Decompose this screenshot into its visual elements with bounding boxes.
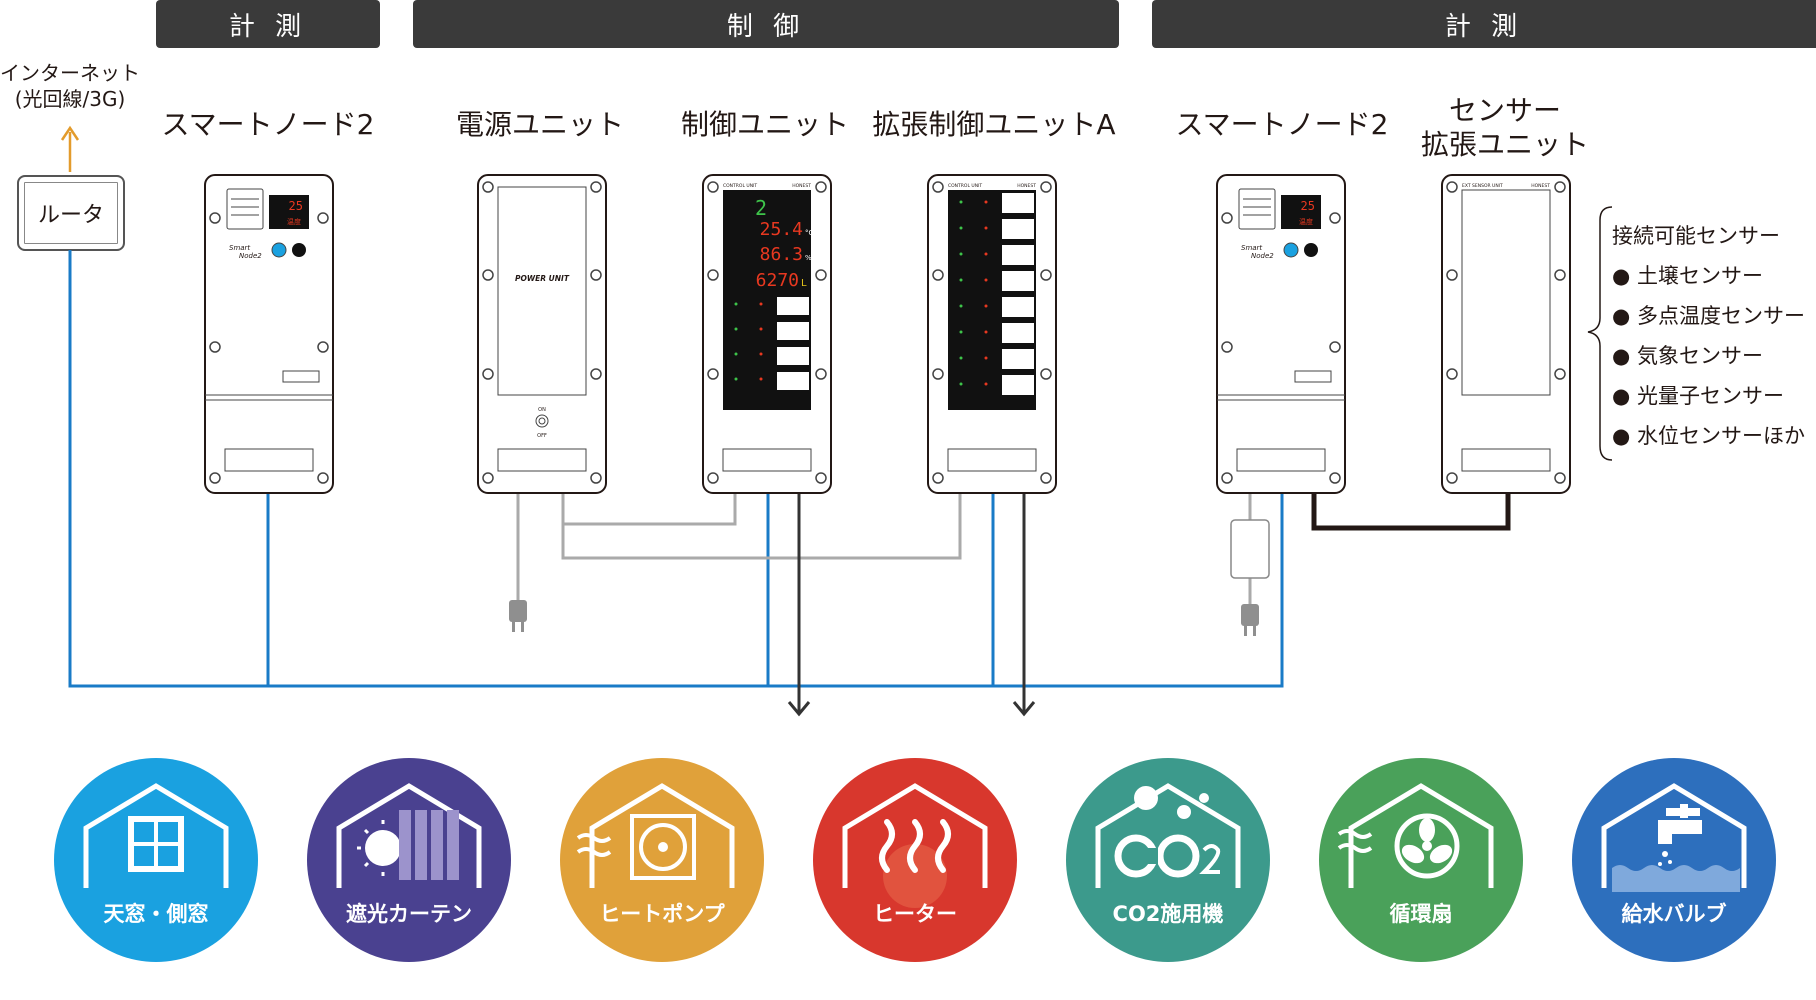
- internet-label-line2: (光回線/3G): [14, 87, 126, 111]
- control-unit-device: CONTROL UNIT HONEST 2 25.4 °C 86.3 % 627…: [702, 174, 832, 494]
- power-unit-text: POWER UNIT: [515, 274, 570, 283]
- section-header-measure-left: 計 測: [156, 0, 380, 48]
- power-plug-icon-right: [1241, 604, 1259, 636]
- temp-unit: °C: [805, 229, 814, 237]
- equipment-label: 天窓・側窓: [103, 902, 209, 926]
- equipment-heater: ヒーター: [813, 758, 1017, 962]
- sensor-item: ● 気象センサー: [1612, 344, 1763, 368]
- node-logo-1: Smart: [229, 244, 250, 252]
- faucet-icon: [1601, 783, 1747, 892]
- node-display-value: 25: [289, 199, 303, 213]
- node-mode-text: 温度: [287, 217, 301, 226]
- sensor-list: 接続可能センサー ● 土壌センサー ● 多点温度センサー ● 気象センサー ● …: [1612, 216, 1805, 456]
- co2-icon: [1095, 783, 1241, 888]
- router-label: ルータ: [37, 203, 104, 228]
- co2-display: 6270: [756, 270, 799, 291]
- sensor-item: ● 多点温度センサー: [1612, 304, 1805, 328]
- sensor-item: ● 土壌センサー: [1612, 264, 1763, 288]
- equipment-label: 給水バルブ: [1621, 902, 1727, 926]
- co2-unit: L: [801, 278, 807, 289]
- power-lines: [516, 494, 1252, 604]
- temp-display: 25.4: [760, 219, 803, 240]
- sensor-list-brace: [1587, 206, 1613, 461]
- power-on-text: ON: [538, 407, 546, 413]
- sensor-brand-text: HONEST: [1531, 183, 1550, 189]
- fan-icon: [1337, 783, 1494, 888]
- node-logo-2: Node2: [239, 252, 262, 260]
- sensor-list-title: 接続可能センサー: [1612, 224, 1780, 248]
- output-arrows: [787, 494, 1036, 717]
- sensor-link-cable: [1311, 494, 1511, 531]
- sensor-ext-unit-device: EXT SENSOR UNIT HONEST: [1441, 174, 1571, 494]
- equipment-fan: 循環扇: [1319, 758, 1523, 962]
- heatpump-icon: [576, 783, 735, 888]
- power-plug-icon: [509, 600, 527, 632]
- channel-display: 2: [755, 196, 767, 220]
- equipment-faucet: 給水バルブ: [1572, 758, 1776, 962]
- equipment-label: ヒーター: [873, 902, 957, 926]
- ext-control-header-text: CONTROL UNIT: [948, 183, 982, 189]
- ext-sensor-header-text: EXT SENSOR UNIT: [1462, 183, 1503, 189]
- power-unit-label: 電源ユニット: [455, 108, 624, 141]
- sensor-item: ● 光量子センサー: [1612, 384, 1784, 408]
- node-display-value-right: 25: [1301, 199, 1315, 213]
- node-logo-2-right: Node2: [1251, 252, 1274, 260]
- smart-node-right-label: スマートノード2: [1175, 108, 1389, 141]
- equipment-heatpump: ヒートポンプ: [560, 758, 764, 962]
- section-header-control: 制 御: [413, 0, 1119, 48]
- smart-node-left-label: スマートノード2: [161, 108, 375, 141]
- control-unit-label: 制御ユニット: [680, 108, 849, 141]
- power-off-text: OFF: [537, 433, 547, 439]
- equipment-label: 遮光カーテン: [346, 902, 472, 926]
- sensor-ext-unit-label: センサー 拡張ユニット: [1400, 94, 1610, 162]
- equipment-label: 循環扇: [1389, 902, 1453, 926]
- brand-text: HONEST: [792, 183, 811, 189]
- equipment-label: CO2施用機: [1112, 902, 1224, 926]
- internet-arrow: [60, 125, 80, 172]
- internet-label-line1: インターネット: [0, 61, 140, 85]
- ext-control-unit-device: CONTROL UNIT HONEST: [927, 174, 1057, 494]
- internet-label: インターネット (光回線/3G): [0, 60, 140, 112]
- smart-node-right-device: 25 温度 Smart Node2: [1216, 174, 1346, 494]
- humid-display: 86.3: [760, 244, 803, 265]
- control-unit-header-text: CONTROL UNIT: [723, 183, 757, 189]
- sensor-item: ● 水位センサーほか: [1612, 424, 1805, 448]
- smart-node-left-device: 25 温度 Smart Node2: [204, 174, 334, 494]
- network-lines: [68, 250, 1284, 688]
- ext-brand-text: HONEST: [1017, 183, 1036, 189]
- equipment-curtain: 遮光カーテン: [307, 758, 511, 962]
- power-unit-device: POWER UNIT ON OFF: [477, 174, 607, 494]
- sensor-ext-label-line2: 拡張ユニット: [1420, 128, 1589, 161]
- equipment-label: ヒートポンプ: [599, 902, 725, 926]
- node-logo-1-right: Smart: [1241, 244, 1262, 252]
- power-adapter: [1230, 519, 1270, 579]
- equipment-co2: CO2施用機: [1066, 758, 1270, 962]
- node-mode-text-right: 温度: [1299, 217, 1313, 226]
- curtain-icon: [336, 783, 482, 888]
- equipment-window: 天窓・側窓: [54, 758, 258, 962]
- sensor-ext-label-line1: センサー: [1448, 94, 1561, 127]
- section-header-measure-right: 計 測: [1152, 0, 1816, 48]
- window-icon: [83, 783, 229, 888]
- humid-unit: %: [805, 254, 812, 262]
- ext-control-unit-label: 拡張制御ユニットA: [872, 108, 1116, 141]
- heater-icon: [842, 783, 988, 908]
